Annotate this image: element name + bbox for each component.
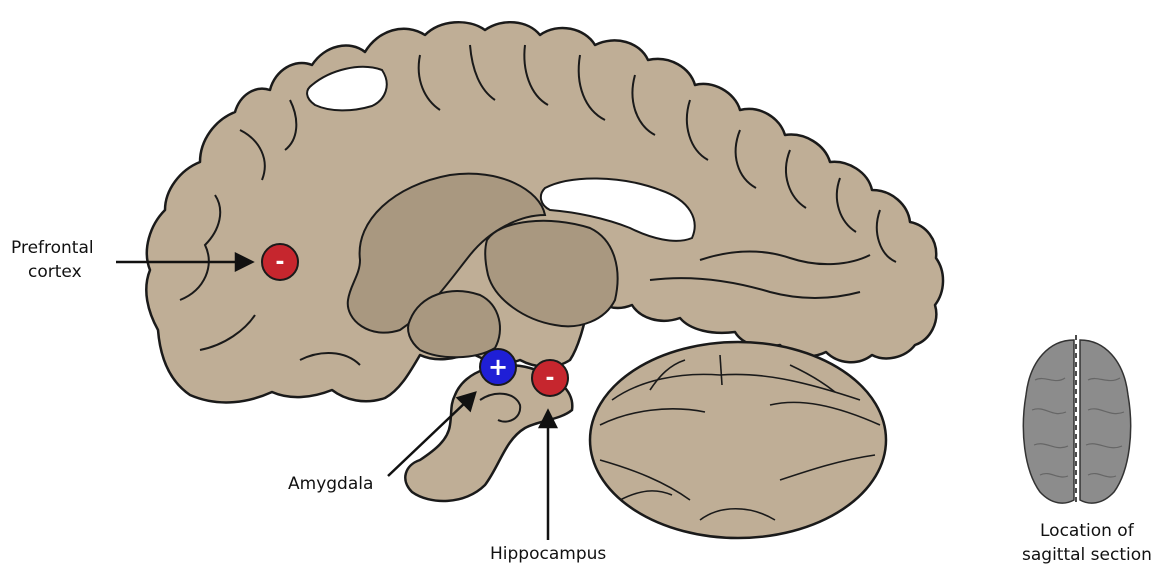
- amygdala-marker-sign: +: [488, 353, 508, 381]
- prefrontal-label-line2: cortex: [28, 262, 82, 283]
- amygdala-marker: +: [480, 349, 516, 385]
- location-label-line2: sagittal section: [1022, 545, 1152, 566]
- prefrontal-marker: -: [262, 244, 298, 280]
- left-hemisphere-top: [1023, 340, 1074, 503]
- right-hemisphere-top: [1080, 340, 1131, 503]
- amygdala-label: Amygdala: [288, 474, 373, 495]
- prefrontal-marker-sign: -: [275, 250, 284, 275]
- location-label-line1: Location of: [1040, 521, 1134, 542]
- hippocampus-label: Hippocampus: [490, 544, 606, 565]
- prefrontal-label-line1: Prefrontal: [11, 238, 94, 259]
- hippocampus-marker-sign: -: [545, 366, 554, 391]
- top-view-brain: [1023, 335, 1130, 505]
- hippocampus-marker: -: [532, 360, 568, 396]
